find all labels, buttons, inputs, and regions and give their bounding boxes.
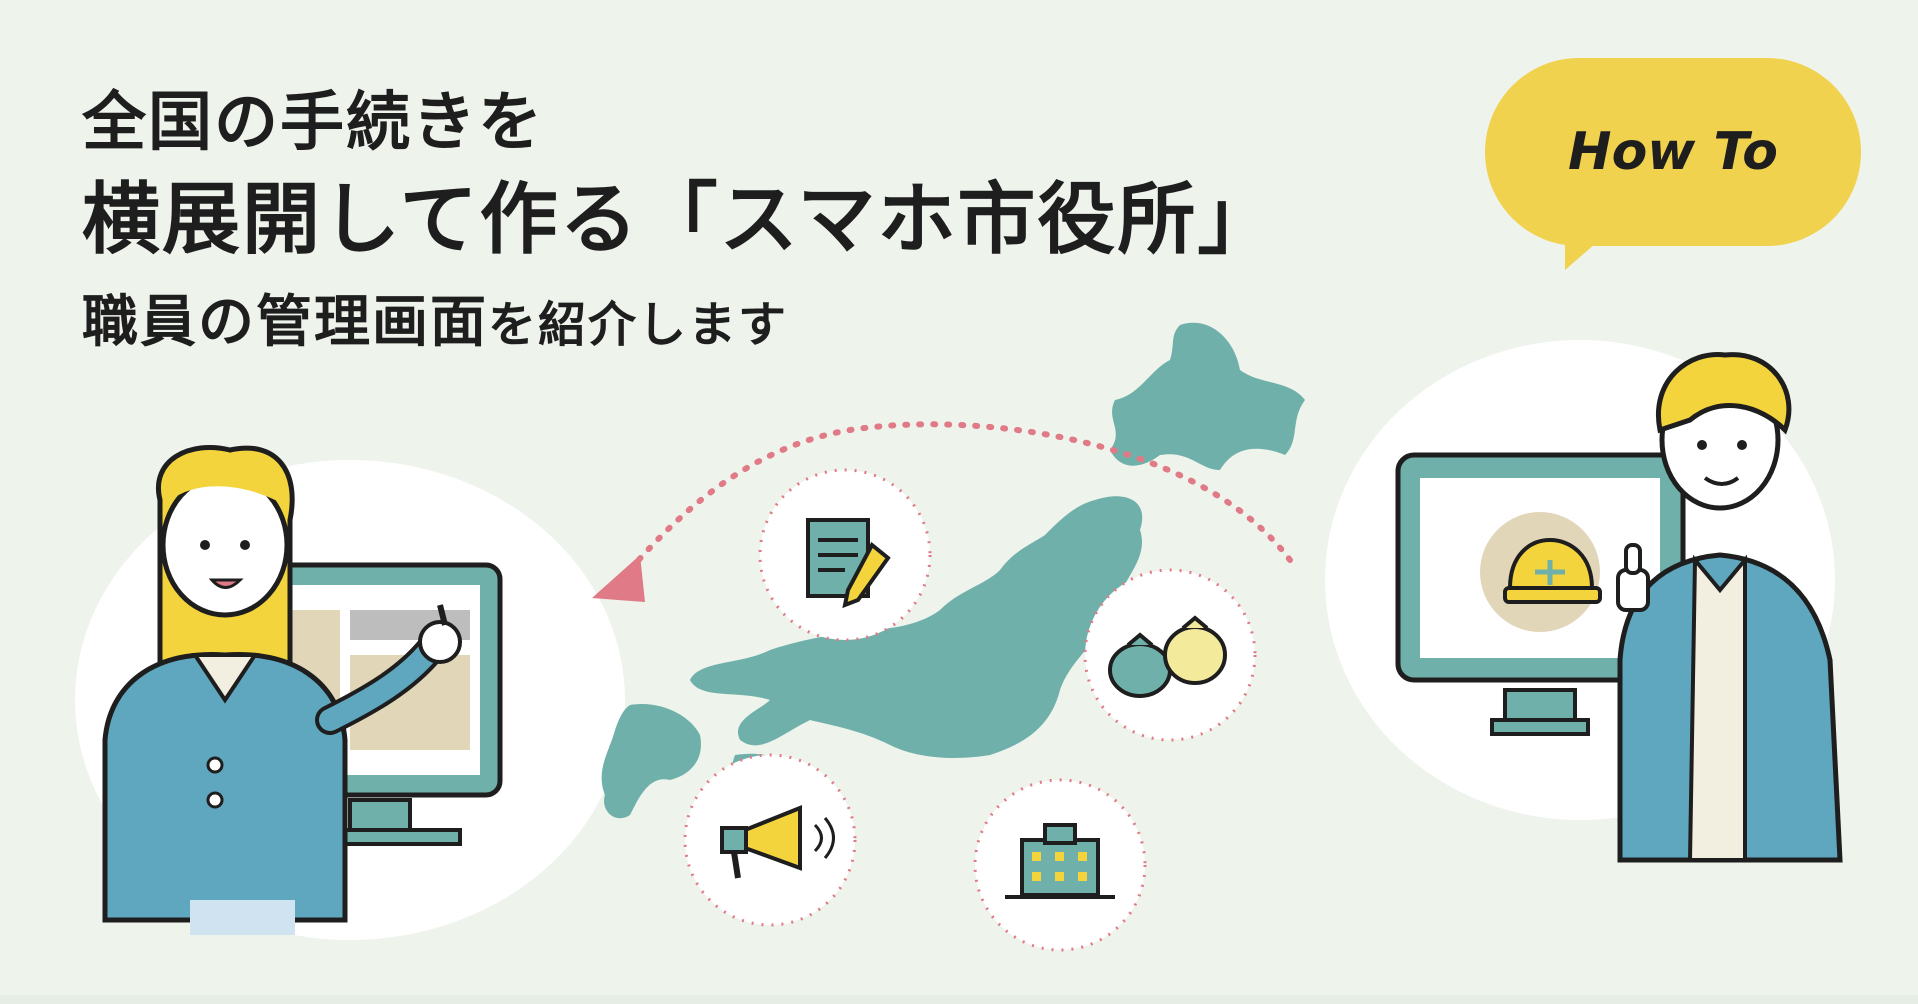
headline-line-2: 横展開して作る「スマホ市役所」 xyxy=(82,175,1278,265)
headline-line-3: 職員の管理画面を紹介します xyxy=(82,278,1277,370)
bottom-band xyxy=(0,995,1918,1004)
woman-character xyxy=(102,444,462,935)
trash-bags-icon xyxy=(1083,568,1257,742)
headline-line-3-main: 職員の管理画面 xyxy=(82,290,488,355)
headline-line-3-sub: を紹介します xyxy=(488,297,789,353)
document-pen-icon xyxy=(758,468,932,642)
headline: 全国の手続きを 横展開して作る「スマホ市役所」 職員の管理画面を紹介します xyxy=(82,78,1277,370)
transfer-arrow-head xyxy=(592,555,645,602)
megaphone-icon xyxy=(683,753,857,927)
how-to-label: How To xyxy=(1568,122,1778,182)
helmet-icon xyxy=(1503,537,1602,604)
city-hall-icon xyxy=(973,778,1147,952)
japan-map xyxy=(601,322,1305,819)
headline-line-1: 全国の手続きを xyxy=(82,86,544,160)
how-to-badge: How To xyxy=(1485,58,1861,246)
transfer-arrow-path xyxy=(627,421,1293,573)
man-character xyxy=(1616,351,1843,863)
